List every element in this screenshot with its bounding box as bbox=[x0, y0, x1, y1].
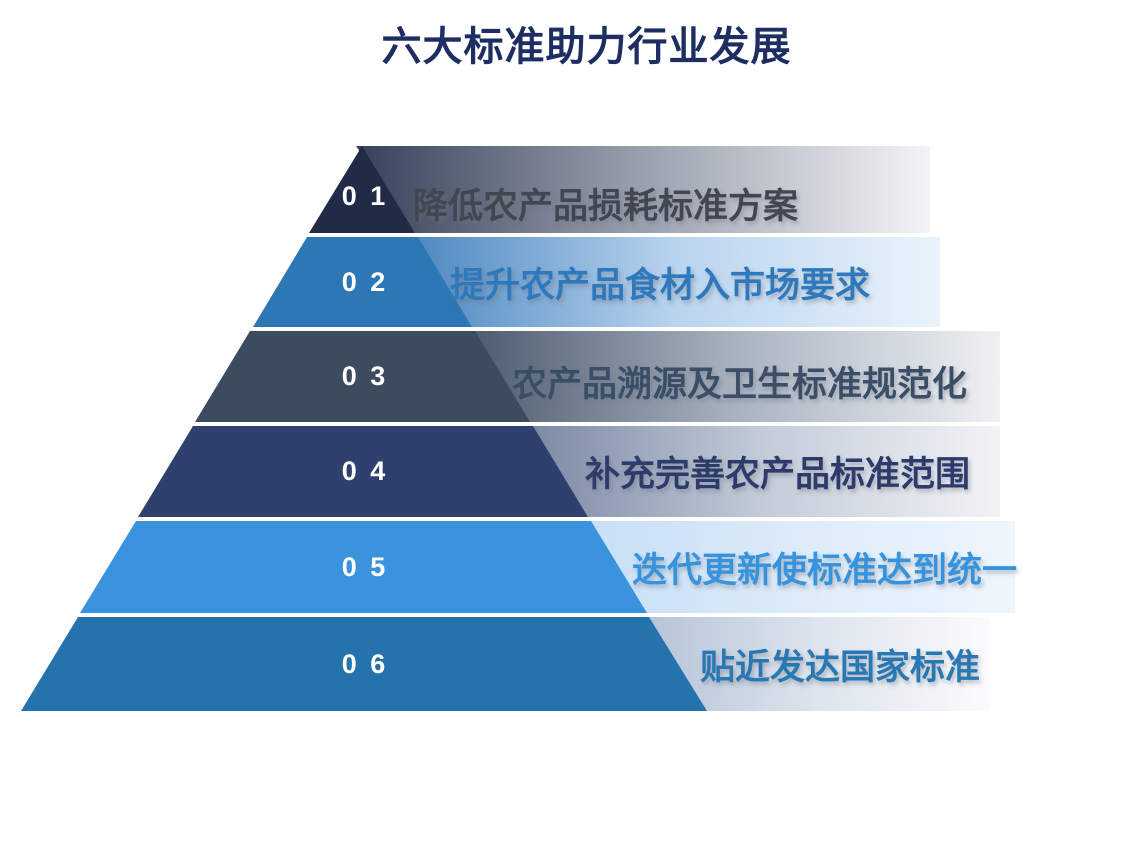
level-1-gradient-band bbox=[356, 146, 930, 233]
level-2-number: 0 2 bbox=[341, 266, 389, 297]
level-4-segment bbox=[138, 426, 588, 517]
level-3-label: 农产品溯源及卫生标准规范化 bbox=[512, 365, 968, 404]
level-1-number: 0 1 bbox=[341, 181, 389, 211]
level-5-gradient-band bbox=[587, 521, 1015, 613]
level-2-label: 提升农产品食材入市场要求 bbox=[450, 265, 871, 305]
level-1-label: 降低农产品损耗标准方案 bbox=[413, 187, 799, 226]
level-5-label: 迭代更新使标准达到统一 bbox=[632, 550, 1018, 590]
level-3-number: 0 3 bbox=[341, 361, 389, 391]
level-3-gradient-band bbox=[471, 331, 1000, 422]
level-4-gradient-band bbox=[529, 426, 1000, 517]
level-4-number: 0 4 bbox=[341, 456, 389, 486]
level-6-number: 0 6 bbox=[341, 648, 389, 679]
level-6-gradient-band bbox=[645, 617, 990, 711]
level-6-segment bbox=[21, 617, 707, 711]
level-3-segment bbox=[195, 331, 530, 422]
level-5-segment bbox=[80, 521, 647, 613]
level-4-label: 补充完善农产品标准范围 bbox=[585, 455, 971, 494]
level-6-label: 贴近发达国家标准 bbox=[700, 647, 981, 687]
level-2-gradient-band bbox=[414, 237, 940, 327]
level-5-number: 0 5 bbox=[341, 551, 389, 582]
page-title: 六大标准助力行业发展 bbox=[381, 25, 792, 69]
